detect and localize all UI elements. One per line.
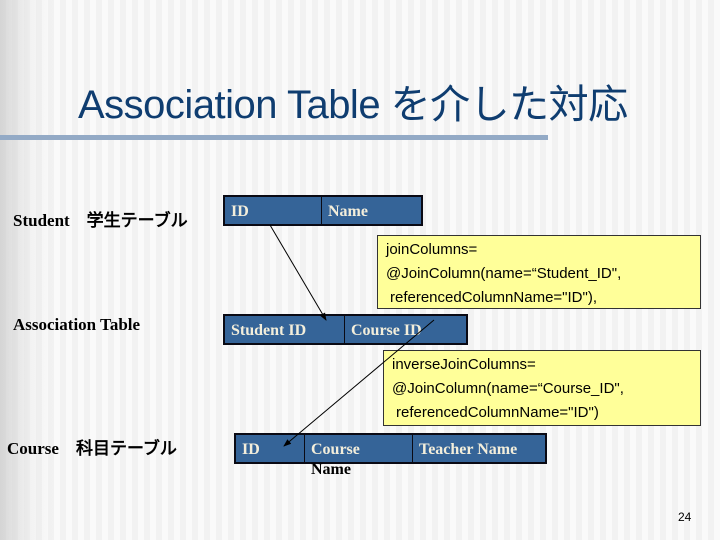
page-number: 24 — [678, 510, 692, 524]
note-line: referencedColumnName="ID") — [396, 404, 599, 421]
inverse-join-columns-note: inverseJoinColumns= @JoinColumn(name=“Cou… — [383, 350, 701, 426]
course-table-label: Course 科目テーブル — [7, 439, 177, 458]
course-id-cell: ID — [236, 435, 305, 462]
student-name-cell: Name — [328, 203, 368, 220]
association-table-label: Association Table — [13, 315, 141, 334]
student-id-arrow — [269, 224, 327, 321]
student-id-fk-cell: Student ID — [225, 316, 345, 343]
student-table-label: Student 学生テーブル — [13, 211, 188, 230]
course-id-arrow — [283, 319, 435, 447]
student-table: ID Name — [223, 195, 423, 226]
note-line: inverseJoinColumns= — [392, 356, 536, 373]
note-line: joinColumns= — [386, 241, 478, 258]
slide-title: Association Table を介した対応 — [78, 83, 628, 127]
course-table: ID Course Teacher Name — [234, 433, 547, 464]
course-name-wrap: Name — [311, 461, 351, 478]
join-columns-note: joinColumns= @JoinColumn(name=“Student_ID… — [377, 235, 701, 309]
course-name-cell: Course — [305, 435, 413, 462]
student-id-cell: ID — [225, 197, 322, 224]
association-table: Student ID Course ID — [223, 314, 468, 345]
teacher-name-cell: Teacher Name — [419, 441, 518, 458]
title-divider — [0, 135, 548, 140]
note-line: @JoinColumn(name=“Course_ID", — [392, 380, 624, 397]
course-id-fk-cell: Course ID — [351, 322, 422, 339]
note-line: @JoinColumn(name=“Student_ID", — [386, 265, 622, 282]
note-line: referencedColumnName="ID"), — [390, 289, 597, 306]
